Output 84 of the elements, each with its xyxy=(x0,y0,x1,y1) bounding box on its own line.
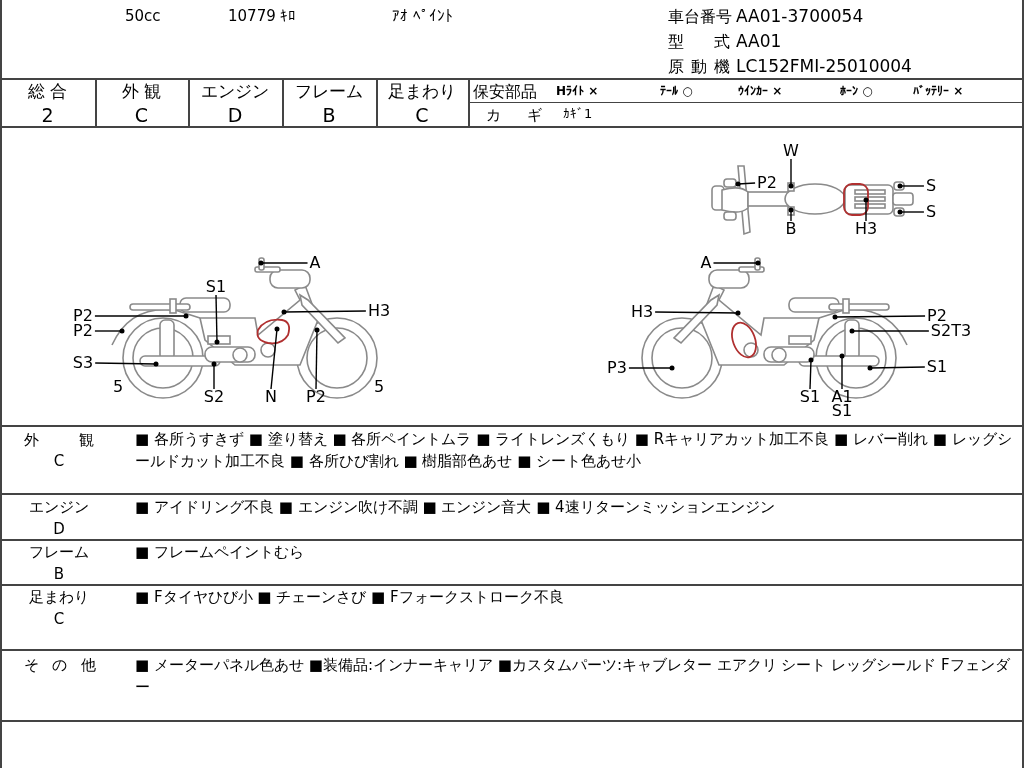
callout-label: P2 xyxy=(73,309,93,323)
callout-label: S xyxy=(925,205,937,219)
grade-value: C xyxy=(133,103,150,128)
model-code: AA01 xyxy=(736,30,783,53)
defect-list: ■ 各所うすきず ■ 塗り替え ■ 各所ペイントムラ ■ ライトレンズくもり ■ Rキャリアカット加工不良 ■ レバー削れ ■ レッグシールドカット加工不良 ■ 各所ひび割れ ■ 樹脂部色あせ ■ シート色あせ小 xyxy=(135,428,1017,472)
grade-value: 2 xyxy=(40,103,55,128)
callout-label: S2 xyxy=(203,390,225,404)
defect-list: ■ アイドリング不良 ■ エンジン吹け不調 ■ エンジン音大 ■ 4速リターンミッションエンジン xyxy=(135,496,1017,518)
field-label: 車台番号 xyxy=(668,6,733,28)
row-heading: 外 観 xyxy=(24,430,94,451)
grade-heading: 総 合 xyxy=(26,80,69,103)
grade-value: D xyxy=(226,103,244,128)
defect-list: ■ フレームペイントむら xyxy=(135,541,1017,563)
motorcycle-top-view-drawing xyxy=(711,165,914,236)
leader-line xyxy=(654,310,741,316)
leader-line xyxy=(897,209,925,215)
row-heading: エンジン xyxy=(28,497,90,518)
leader-line xyxy=(314,327,320,390)
tire-rating: 5 xyxy=(372,376,386,398)
callout-label: P2 xyxy=(306,390,326,404)
engine-number: LC152FMI-25010004 xyxy=(736,55,913,78)
other-notes: ■ メーターパネル色あせ ■装備品:インナーキャリア ■カスタムパーツ:キャブレター エアクリ シート レッグシールド Fフェンダー xyxy=(135,655,1011,698)
callout-label: S2T3 xyxy=(930,324,972,338)
check-item: ﾎｰﾝ ○ xyxy=(840,83,874,100)
grade-value: B xyxy=(321,103,337,128)
leader-line xyxy=(628,365,675,371)
leader-line xyxy=(258,260,309,266)
field-label: 型 式 xyxy=(668,31,730,53)
leader-line xyxy=(897,183,925,189)
row-heading: そ の 他 xyxy=(24,655,96,676)
leader-line xyxy=(832,314,926,320)
grade-heading: フレーム xyxy=(294,80,364,103)
callout-label: N xyxy=(265,390,277,404)
callout-label: H3 xyxy=(630,305,654,319)
check-item: Hﾗｲﾄ × xyxy=(556,83,600,100)
mileage: 10779 ｷﾛ xyxy=(228,6,298,27)
grade-heading: 外 観 xyxy=(120,80,163,103)
callout-label: W xyxy=(783,144,799,158)
row-heading: 足まわり xyxy=(28,587,90,608)
paint-color: ｱｵ ﾍﾟｲﾝﾄ xyxy=(392,6,454,27)
key-label: カ ギ xyxy=(486,105,542,126)
callout-label: S xyxy=(925,179,937,193)
leader-line xyxy=(849,328,930,334)
callout-label: S1 xyxy=(831,404,853,418)
leader-line xyxy=(712,260,761,266)
row-heading: フレーム xyxy=(28,542,90,563)
leader-line xyxy=(808,357,814,390)
grade-heading: エンジン xyxy=(200,80,270,103)
leader-line xyxy=(94,361,159,367)
leader-line xyxy=(788,207,794,222)
callout-label: P3 xyxy=(607,361,627,375)
callout-label: S3 xyxy=(72,356,94,370)
tire-rating: 5 xyxy=(111,376,125,398)
grade-value: C xyxy=(52,609,66,630)
leader-line xyxy=(735,181,756,187)
leader-line xyxy=(211,361,217,390)
callout-label: H3 xyxy=(367,304,391,318)
defect-list: ■ Fタイヤひび小 ■ チェーンさび ■ Fフォークストローク不良 xyxy=(135,586,1017,608)
key-count: ｶｷﾞ1 xyxy=(563,105,594,123)
grade-value: C xyxy=(414,103,430,128)
check-item: ｳｲﾝｶｰ × xyxy=(738,83,784,100)
check-item: ﾊﾞｯﾃﾘｰ × xyxy=(913,83,965,100)
leader-line xyxy=(270,326,280,390)
leader-line xyxy=(214,294,220,345)
callout-label: P2 xyxy=(73,324,93,338)
grade-heading: 足まわり xyxy=(387,80,457,103)
field-label: 原 動 機 xyxy=(668,56,730,78)
leader-line xyxy=(839,353,845,390)
safety-parts-heading: 保安部品 xyxy=(473,81,538,103)
callout-label: S1 xyxy=(799,390,821,404)
leader-line xyxy=(863,197,869,222)
engine-size: 50cc xyxy=(125,6,162,27)
grade-value: D xyxy=(52,519,66,540)
callout-label: P2 xyxy=(927,309,947,323)
check-item: ﾃｰﾙ ○ xyxy=(660,83,694,100)
callout-label: S1 xyxy=(926,360,948,374)
leader-line xyxy=(788,158,794,189)
leader-line xyxy=(94,328,125,334)
frame-number: AA01-3700054 xyxy=(736,5,865,28)
leader-line xyxy=(281,309,367,315)
grade-value: C xyxy=(52,451,66,472)
grade-value: B xyxy=(52,564,66,585)
leader-line xyxy=(94,313,189,319)
leader-line xyxy=(867,365,926,371)
